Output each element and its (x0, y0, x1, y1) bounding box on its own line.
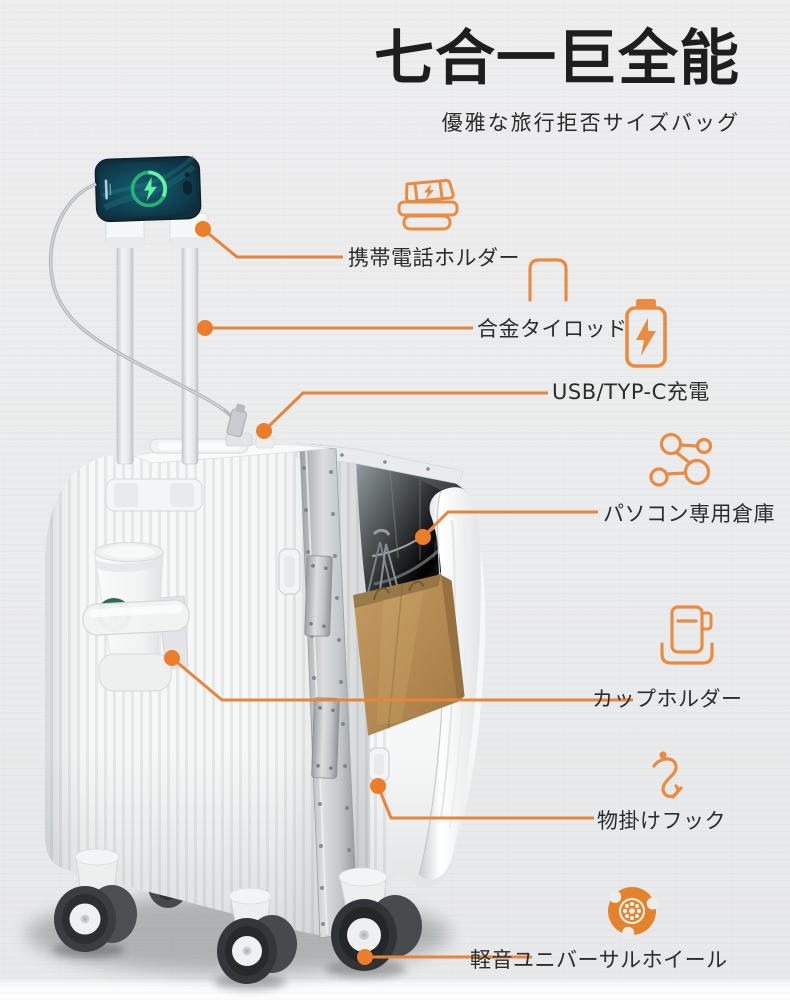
lightning-bolt (144, 176, 157, 202)
universal-wheel-icon (608, 887, 659, 939)
wheel-right (331, 867, 422, 971)
phone-holder-icon (397, 178, 459, 231)
trolley-poles (105, 212, 209, 465)
callout-lines (171, 227, 633, 959)
feature-label-hanging-hook: 物掛けフック (597, 809, 726, 833)
cup-holder-assembly (82, 542, 190, 692)
paper-bag (353, 574, 465, 736)
page-subtitle: 優雅な旅行拒否サイズバッグ (441, 111, 740, 136)
feature-label-phone-holder: 携帯電話ホルダー (348, 246, 520, 270)
aluminum-frame (295, 442, 464, 939)
hanger-wire (366, 528, 400, 599)
feature-label-cup-holder: カップホルダー (592, 687, 743, 711)
page-title: 七合一巨全能 (374, 24, 740, 94)
spinner-wheels (54, 848, 422, 984)
cup-holder-icon (660, 605, 714, 665)
hero-block: 七合一巨全能 優雅な旅行拒否サイズバッグ (374, 24, 740, 137)
battery-charging-icon (625, 299, 667, 368)
feature-label-universal-wheels: 軽音ユニバーサルホイール (470, 948, 728, 972)
feature-label-laptop-storage: パソコン専用倉庫 (603, 502, 775, 526)
laptop-compartment-icon (649, 432, 713, 487)
hanging-hook-icon (652, 751, 683, 799)
wheel-center (217, 887, 297, 984)
feature-label-usb-charging: USB/TYP-C充電 (552, 380, 710, 404)
smartphone (94, 154, 202, 223)
wheel-left (54, 848, 137, 952)
callout-dots (164, 221, 431, 965)
feature-label-alloy-rod: 合金タイロッド (477, 317, 628, 341)
charging-cable (48, 182, 248, 438)
telescopic-rod-icon (528, 258, 568, 302)
